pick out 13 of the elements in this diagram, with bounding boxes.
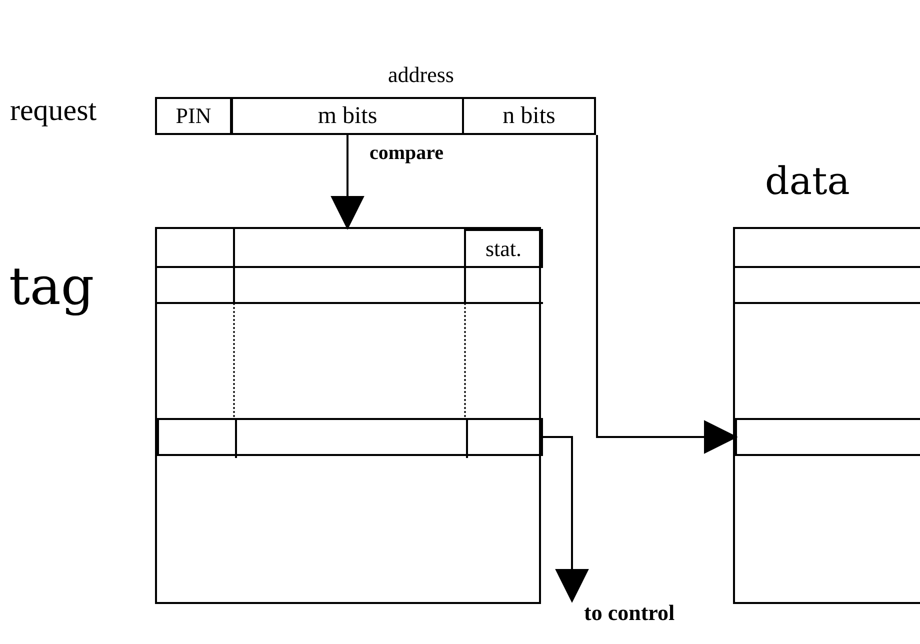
arrow: [543, 436, 589, 603]
array-heading: tag: [9, 257, 94, 317]
arrow: [330, 135, 364, 230]
field-group-label: address: [388, 62, 454, 88]
register-label: request: [10, 94, 97, 128]
field-cell: m bits: [231, 97, 464, 135]
selected-tag-row: [157, 418, 543, 456]
arrow: [596, 135, 738, 454]
field-cell: PIN: [155, 97, 232, 135]
field-cell: n bits: [462, 97, 596, 135]
array-heading: data: [765, 159, 850, 203]
output-text: to control: [572, 600, 675, 626]
status-cell: stat.: [464, 229, 543, 268]
